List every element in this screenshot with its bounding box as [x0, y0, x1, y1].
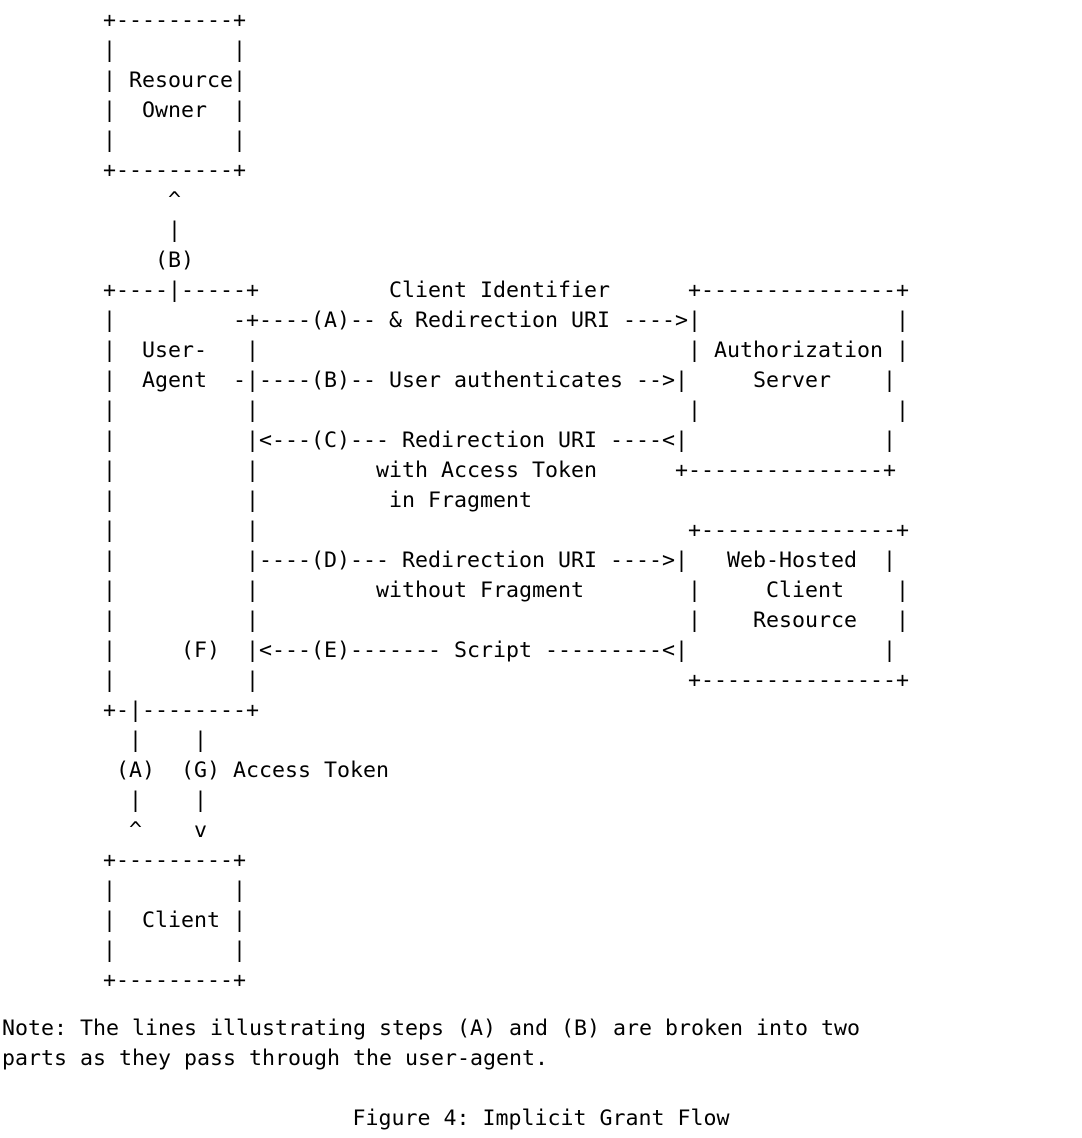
figure-caption: Figure 4: Implicit Grant Flow [352, 1106, 730, 1131]
implicit-grant-flow-ascii-diagram: +---------+ | | | Resource| | Owner | | … [103, 8, 910, 993]
note-line-1: Note: The lines illustrating steps (A) a… [2, 1016, 861, 1041]
figure-note: Note: The lines illustrating steps (A) a… [0, 996, 1082, 1074]
note-line-2: parts as they pass through the user-agen… [2, 1046, 549, 1071]
